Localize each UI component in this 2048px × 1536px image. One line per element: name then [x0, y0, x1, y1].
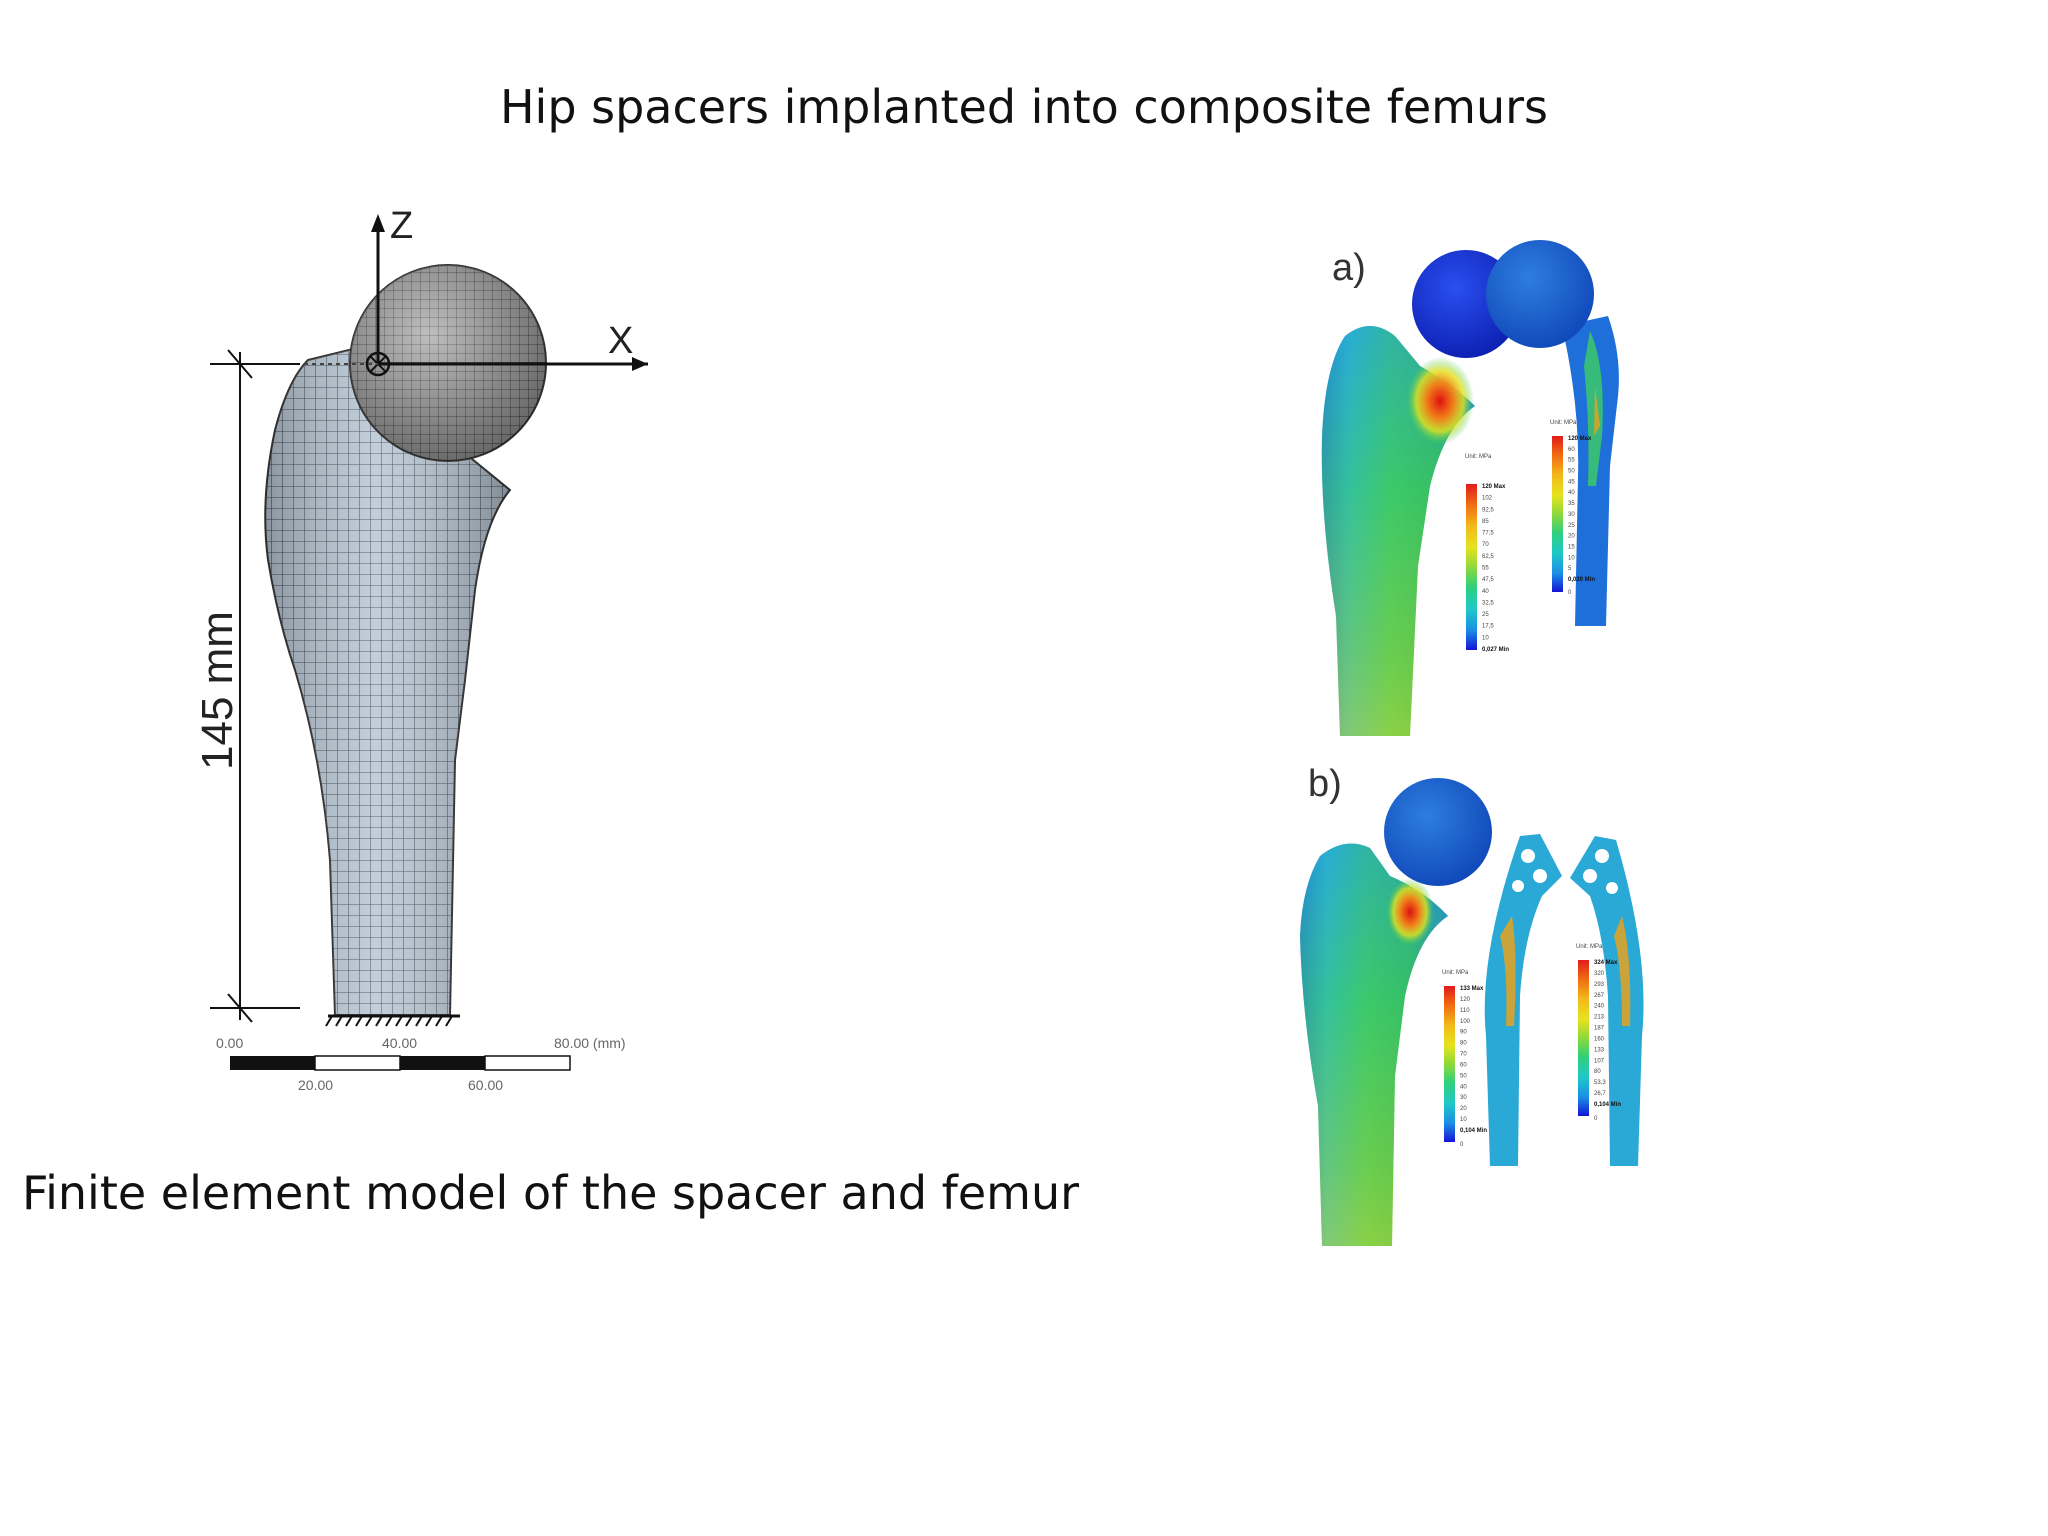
legend-value: 90: [1460, 1030, 1467, 1036]
legend-value: 30: [1460, 1095, 1467, 1101]
legend-value: 47,5: [1482, 577, 1494, 583]
legend-a-right-bottom: 0: [1568, 590, 1572, 596]
legend-value: 5: [1568, 566, 1572, 572]
legend-a-left-bar: [1466, 484, 1477, 650]
legend-value: 133: [1594, 1047, 1605, 1053]
legend-value: 10: [1568, 555, 1575, 561]
legend-a-right-values: 60 55 50 45 40 35 30 25 20 15 10 5: [1568, 447, 1575, 572]
legend-b-left-values: 120 110 100 90 80 70 60 50 40 30 20 10: [1460, 997, 1471, 1123]
legend-value: 50: [1460, 1073, 1467, 1079]
legend-b-left-unit: Unit: MPa: [1442, 970, 1469, 976]
scale-label-80: 80.00 (mm): [554, 1035, 626, 1051]
fe-model-figure: Z X 145 mm 0.00 40.00 80.00 (mm) 20.00 6…: [150, 200, 670, 1120]
legend-a-left-values: 102 92,5 85 77,5 70 62,5 55 47,5 40 32,5 25 17,5 10: [1482, 496, 1494, 642]
legend-value: 45: [1568, 479, 1575, 485]
legend-value: 70: [1460, 1052, 1467, 1058]
figure-caption: Finite element model of the spacer and f…: [22, 1166, 1080, 1220]
legend-a-right-min: 0,020 Min: [1568, 577, 1595, 583]
panel-b-spacer-left: [1484, 834, 1562, 1166]
legend-value: 80: [1460, 1041, 1467, 1047]
legend-b-right-bar: [1578, 960, 1589, 1116]
legend-value: 62,5: [1482, 554, 1494, 560]
fe-model-svg: Z X 145 mm 0.00 40.00 80.00 (mm) 20.00 6…: [193, 205, 648, 1093]
legend-value: 70: [1482, 542, 1489, 548]
legend-value: 320: [1594, 971, 1605, 977]
legend-value: 40: [1460, 1084, 1467, 1090]
legend-value: 110: [1460, 1008, 1470, 1014]
legend-value: 120: [1460, 997, 1471, 1003]
x-axis-arrow: [632, 357, 648, 371]
legend-value: 20: [1460, 1106, 1467, 1112]
legend-b-left-min: 0,104 Min: [1460, 1128, 1487, 1134]
legend-value: 40: [1568, 490, 1575, 496]
legend-value: 32,5: [1482, 600, 1494, 606]
scale-bar: [230, 1055, 571, 1071]
legend-value: 213: [1594, 1015, 1605, 1021]
fixed-support: [325, 1015, 453, 1027]
legend-value: 55: [1482, 566, 1489, 572]
legend-b-right-values: 320 293 267 240 213 187 160 133 107 80 53,3 26,7: [1594, 971, 1606, 1097]
legend-a-left-max: 120 Max: [1482, 484, 1506, 490]
panel-b-spacer-right: [1570, 836, 1644, 1166]
legend-value: 20: [1568, 534, 1575, 540]
legend-a-left-min: 0,027 Min: [1482, 647, 1509, 653]
legend-b-right-bottom: 0: [1594, 1116, 1598, 1122]
legend-value: 240: [1594, 1004, 1605, 1010]
legend-b-right-unit: Unit: MPa: [1576, 944, 1603, 950]
legend-value: 26,7: [1594, 1091, 1606, 1097]
panel-b-label: b): [1308, 763, 1342, 805]
axis-x-label: X: [608, 320, 633, 362]
dimension-label: 145 mm: [193, 611, 242, 770]
legend-value: 30: [1568, 512, 1575, 518]
z-axis-arrow: [371, 214, 385, 232]
slide-title: Hip spacers implanted into composite fem…: [499, 80, 1549, 134]
legend-a-left-unit: Unit: MPa: [1465, 454, 1492, 460]
legend-value: 55: [1568, 458, 1575, 464]
legend-b-left-bar: [1444, 986, 1455, 1142]
legend-value: 160: [1594, 1037, 1605, 1043]
legend-value: 25: [1482, 612, 1489, 618]
legend-b-right-min: 0,104 Min: [1594, 1102, 1621, 1108]
legend-value: 80: [1594, 1069, 1601, 1075]
legend-value: 17,5: [1482, 624, 1494, 630]
legend-value: 53,3: [1594, 1080, 1606, 1086]
scale-label-40: 40.00: [382, 1035, 417, 1051]
legend-value: 77,5: [1482, 531, 1494, 537]
scale-label-60: 60.00: [468, 1077, 503, 1093]
legend-value: 85: [1482, 519, 1489, 525]
fe-results-figure: a) Unit: MPa 120 Max 102 92,5 85 77,5 70 62,5…: [1250, 236, 1810, 1256]
legend-a-right-unit: Unit: MPa: [1550, 420, 1577, 426]
legend-value: 267: [1594, 993, 1605, 999]
panel-a-label: a): [1332, 247, 1366, 289]
legend-value: 40: [1482, 589, 1489, 595]
scale-label-0: 0.00: [216, 1035, 243, 1051]
legend-value: 107: [1594, 1058, 1605, 1064]
scale-label-20: 20.00: [298, 1077, 333, 1093]
legend-value: 10: [1482, 635, 1489, 641]
legend-value: 102: [1482, 496, 1493, 502]
legend-value: 15: [1568, 545, 1575, 551]
legend-a-right-bar: [1552, 436, 1563, 592]
panel-a-ball-right: [1486, 240, 1594, 348]
legend-a-right-max: 120 Max: [1568, 436, 1592, 442]
fe-results-svg: a) Unit: MPa 120 Max 102 92,5 85 77,5 70 62,5…: [1300, 240, 1644, 1246]
legend-b-right-max: 324 Max: [1594, 960, 1618, 966]
legend-value: 293: [1594, 982, 1605, 988]
legend-value: 10: [1460, 1117, 1467, 1123]
legend-value: 60: [1568, 447, 1575, 453]
legend-value: 25: [1568, 523, 1575, 529]
panel-b-ball: [1384, 778, 1492, 886]
legend-value: 92,5: [1482, 507, 1494, 513]
legend-value: 100: [1460, 1019, 1471, 1025]
axis-z-label: Z: [390, 205, 413, 247]
legend-b-left-bottom: 0: [1460, 1142, 1464, 1148]
legend-value: 35: [1568, 501, 1575, 507]
legend-value: 60: [1460, 1063, 1467, 1069]
legend-value: 50: [1568, 469, 1575, 475]
legend-value: 187: [1594, 1026, 1605, 1032]
legend-b-left-max: 133 Max: [1460, 986, 1484, 992]
